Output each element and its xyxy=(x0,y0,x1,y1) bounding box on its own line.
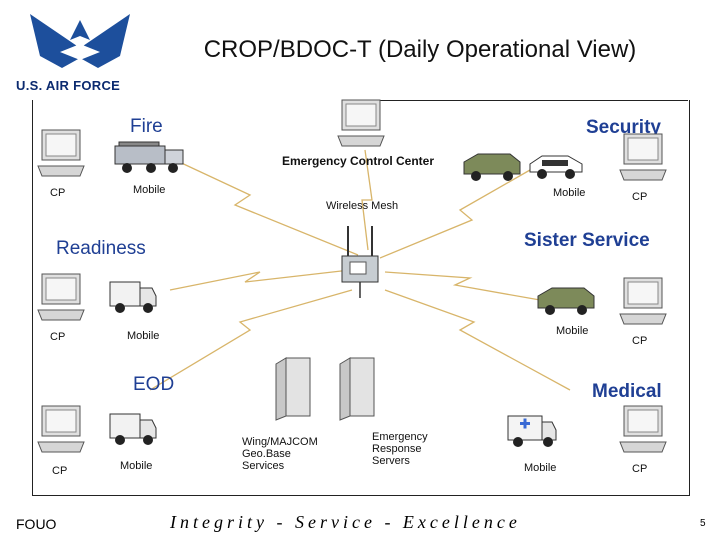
group-medical-label: Medical xyxy=(592,381,662,402)
ecc-label: Emergency Control Center xyxy=(281,154,435,168)
readiness-mobile-label: Mobile xyxy=(127,330,160,342)
van-icon xyxy=(109,413,157,445)
fouo-label: FOUO xyxy=(16,516,57,532)
computer-icon xyxy=(619,405,667,453)
wireless-router-icon xyxy=(341,226,379,298)
readiness-cp-label: CP xyxy=(50,331,66,343)
page-number: 5 xyxy=(700,518,706,529)
group-sister-service-label: Sister Service xyxy=(524,230,650,251)
computer-icon xyxy=(619,133,667,181)
ambulance-icon xyxy=(507,415,557,447)
link-ecc xyxy=(361,149,373,251)
humvee-icon xyxy=(463,153,521,181)
link-sister xyxy=(384,271,541,301)
eod-mobile-label: Mobile xyxy=(120,460,153,472)
link-security xyxy=(379,169,531,259)
link-medical xyxy=(384,289,571,391)
page-title: CROP/BDOC-T (Daily Operational View) xyxy=(203,36,637,63)
computer-icon xyxy=(37,273,85,321)
medical-cp-label: CP xyxy=(632,463,648,475)
fire-truck-icon xyxy=(114,141,184,173)
wireless-mesh-label: Wireless Mesh xyxy=(325,200,399,212)
eod-cp-label: CP xyxy=(52,465,68,477)
group-eod-label: EOD xyxy=(133,374,175,395)
medical-mobile-label: Mobile xyxy=(524,462,557,474)
computer-icon xyxy=(619,277,667,325)
server-icon xyxy=(275,357,311,421)
group-readiness-label: Readiness xyxy=(56,238,146,259)
police-car-icon xyxy=(529,155,583,179)
brand-label: U.S. AIR FORCE xyxy=(16,78,121,93)
air-force-logo xyxy=(30,14,130,68)
sister-cp-label: CP xyxy=(632,335,648,347)
wing-majcom-label: Wing/MAJCOM Geo.Base Services xyxy=(242,436,318,472)
link-readiness xyxy=(169,269,351,291)
humvee-icon xyxy=(537,287,595,315)
emergency-response-label: Emergency Response Servers xyxy=(372,431,428,467)
van-icon xyxy=(109,281,157,313)
motto: Integrity - Service - Excellence xyxy=(170,512,521,532)
computer-icon xyxy=(337,99,385,147)
server-icon xyxy=(339,357,375,421)
link-fire xyxy=(174,159,359,256)
computer-icon xyxy=(37,129,85,177)
security-cp-label: CP xyxy=(632,191,648,203)
fire-mobile-label: Mobile xyxy=(133,184,166,196)
group-security-label: Security xyxy=(586,117,661,138)
computer-icon xyxy=(37,405,85,453)
diagram-frame xyxy=(32,100,690,496)
security-mobile-label: Mobile xyxy=(553,187,586,199)
sister-mobile-label: Mobile xyxy=(556,325,589,337)
group-fire-label: Fire xyxy=(130,116,163,137)
link-eod xyxy=(149,289,353,391)
fire-cp-label: CP xyxy=(50,187,66,199)
frame-top-line xyxy=(380,100,688,101)
